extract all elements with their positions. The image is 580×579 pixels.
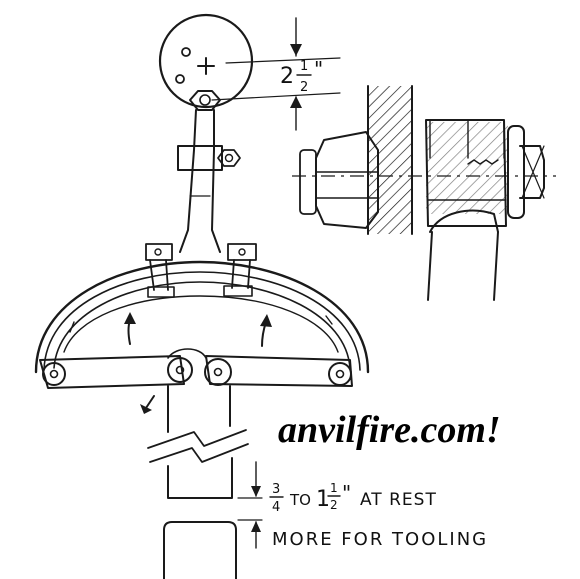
rest-gap-dimension: [237, 461, 263, 549]
spring-clamp-left: [145, 243, 175, 298]
swing-arrow: [140, 395, 155, 414]
lower-arm-left: [39, 355, 193, 389]
top-dimension: 2 1 2 ": [211, 17, 341, 131]
dim-top-den: 2: [300, 80, 308, 95]
rest-from-den: 4: [272, 500, 280, 515]
rest-to: TO: [289, 491, 311, 509]
upper-shank: [177, 109, 241, 253]
rest-unit: ": [342, 481, 351, 505]
arm-pivot-gap: [167, 348, 207, 359]
rest-to-den: 2: [330, 498, 338, 512]
top-nut: [189, 90, 221, 111]
lower-arm-right: [204, 355, 353, 387]
rest-line2: MORE FOR TOOLING: [272, 529, 488, 550]
arched-spring: [34, 260, 370, 374]
dim-top-whole: 2: [280, 64, 294, 89]
dim-top-unit: ": [314, 57, 323, 81]
rest-clearance-label: 3 4 TO 1 1 2 " AT REST MORE FOR TOOLING: [269, 481, 488, 550]
watermark-text: anvilfire.com!: [278, 409, 501, 451]
dim-top-num: 1: [300, 59, 308, 74]
lower-shank: [147, 385, 249, 499]
rest-to-whole: 1: [316, 487, 330, 512]
top-disc: [158, 13, 254, 109]
bottom-die: [163, 521, 237, 579]
rest-suffix: AT REST: [360, 490, 437, 510]
flex-arrow-left: [124, 312, 136, 345]
detail-bolt-view: [292, 85, 556, 301]
rest-to-num: 1: [330, 481, 338, 495]
rest-from-num: 3: [272, 482, 280, 497]
flex-arrow-right: [260, 314, 272, 347]
